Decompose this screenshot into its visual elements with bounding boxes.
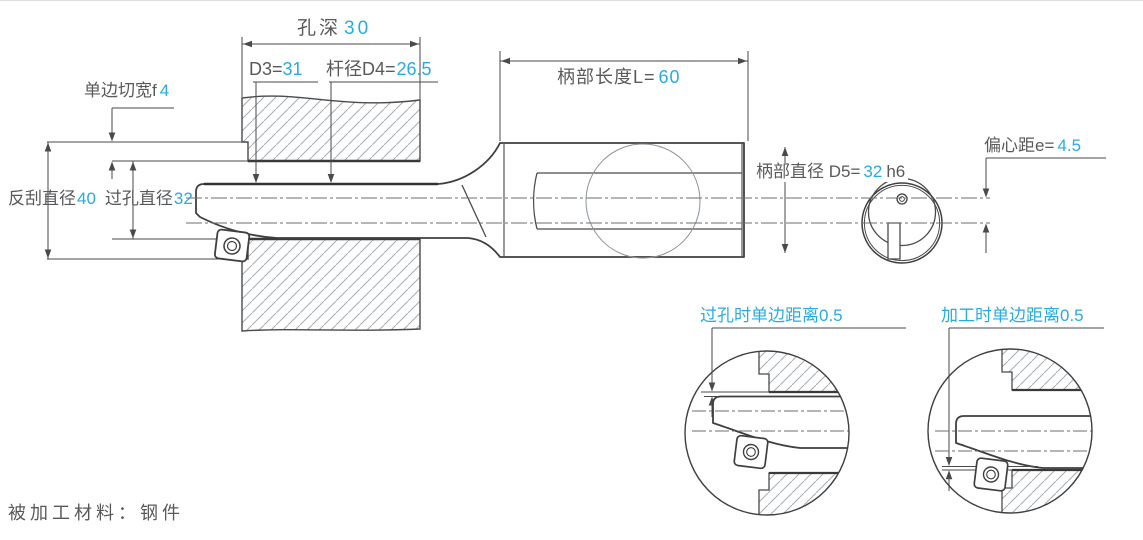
insert	[213, 228, 251, 263]
dimension-arrowheads	[44, 40, 990, 480]
tool-shank	[503, 143, 743, 259]
shank-length-label: 柄部长度L=60	[557, 67, 681, 87]
rod-diameter-label: 杆径D4=26.5	[326, 59, 432, 79]
tool-body	[195, 142, 745, 263]
material-note: 被加工材料：钢件	[8, 503, 184, 523]
centerlines	[186, 197, 990, 224]
eccentricity-label: 偏心距e=4.5	[984, 136, 1082, 155]
shank-ghost-circle	[585, 143, 701, 259]
end-view	[861, 177, 943, 264]
insert-diameter-label: D3=31	[249, 59, 303, 79]
machining-clearance-label: 加工时单边距离0.5	[941, 306, 1084, 325]
detail-view-through-hole	[684, 350, 850, 516]
through-hole-clearance-label: 过孔时单边距离0.5	[700, 306, 843, 325]
end-view-insert-edge	[887, 222, 901, 260]
end-view-screw-hole	[896, 193, 908, 205]
detail-view-machining	[927, 348, 1093, 514]
dimension-lines	[47, 37, 1106, 491]
